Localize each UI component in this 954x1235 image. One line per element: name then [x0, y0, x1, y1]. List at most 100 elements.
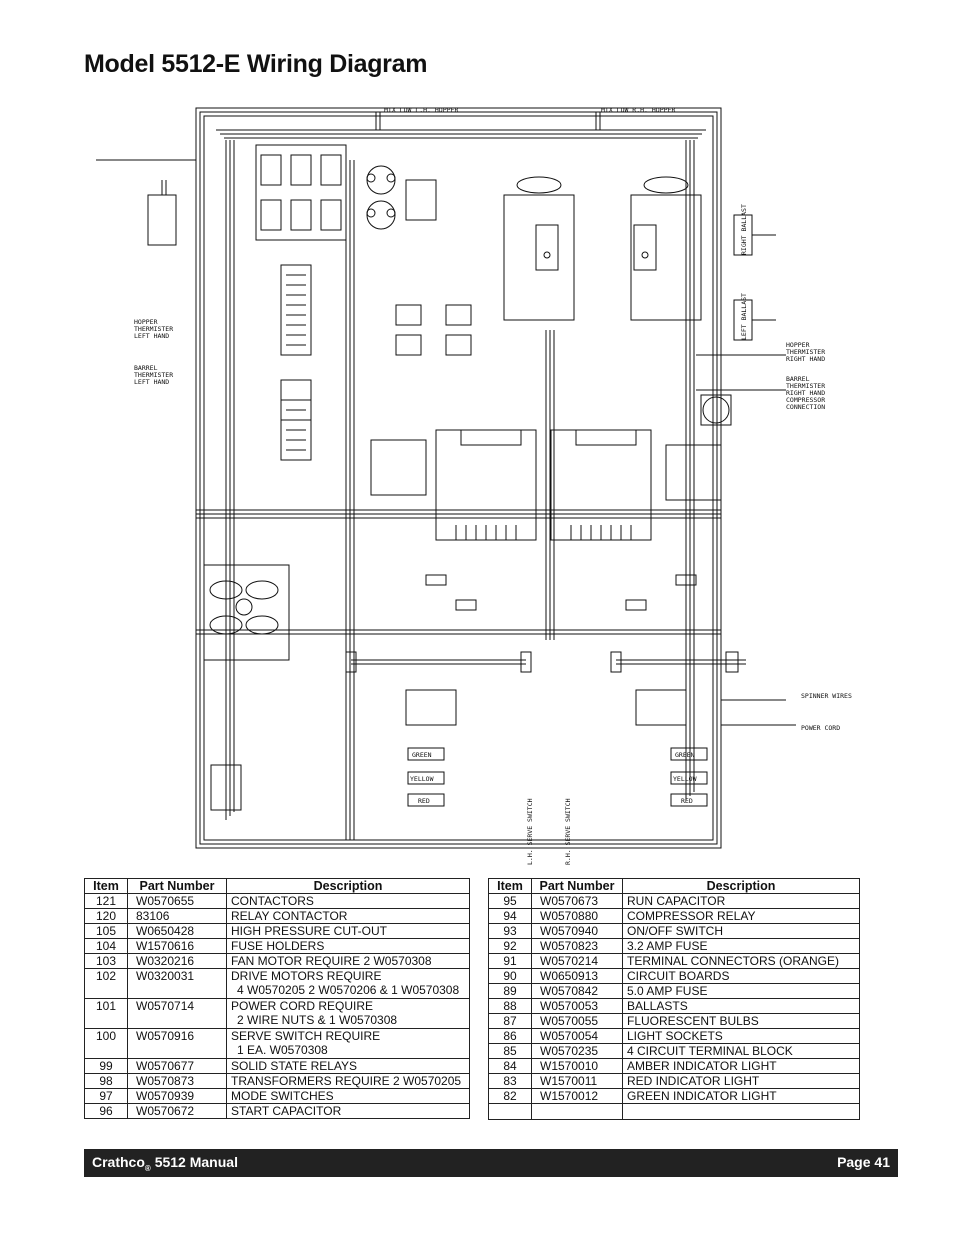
part-number-cell: W0570214 — [531, 953, 623, 969]
part-number-cell: W0570939 — [127, 1088, 227, 1104]
label-compressor-1: COMPRESSOR — [786, 396, 825, 404]
description-cell: MODE SWITCHES — [226, 1088, 470, 1104]
description-cell: TERMINAL CONNECTORS (ORANGE) — [622, 953, 860, 969]
description-line: SERVE SWITCH REQUIRE — [231, 1029, 381, 1043]
item-cell: 103 — [84, 953, 128, 969]
wiring-diagram: MIX LOW L.H. HOPPER MIX LOW R.H. HOPPER … — [96, 100, 856, 870]
item-cell: 92 — [488, 938, 532, 954]
description-cell: SOLID STATE RELAYS — [226, 1058, 470, 1074]
label-mix-low-lh: MIX LOW L.H. HOPPER — [384, 106, 458, 114]
label-barrel-therm-right-1: BARREL — [786, 375, 810, 383]
part-number-cell: W0320216 — [127, 953, 227, 969]
part-number-cell: W1570012 — [531, 1088, 623, 1104]
label-barrel-therm-left-2: THERMISTER — [134, 371, 173, 379]
item-cell: 98 — [84, 1073, 128, 1089]
part-number-cell: W0570823 — [531, 938, 623, 954]
part-number-cell: W0570053 — [531, 998, 623, 1014]
description-subline: 1 EA. W0570308 — [237, 1043, 328, 1057]
part-number-cell: W0570672 — [127, 1103, 227, 1119]
label-green-right: GREEN — [675, 751, 695, 759]
item-cell: 89 — [488, 983, 532, 999]
description-cell: HIGH PRESSURE CUT-OUT — [226, 923, 470, 939]
item-cell: 120 — [84, 908, 128, 924]
part-number-cell: W0570842 — [531, 983, 623, 999]
label-hopper-therm-left-1: HOPPER — [134, 318, 158, 326]
brand-name: Crathco — [92, 1154, 145, 1170]
part-number-cell: W0570055 — [531, 1013, 623, 1029]
label-barrel-therm-left-3: LEFT HAND — [134, 378, 169, 386]
part-number-cell: W0570916 — [127, 1028, 227, 1059]
label-right-ballast: RIGHT BALLAST — [740, 204, 748, 255]
description-cell: LIGHT SOCKETS — [622, 1028, 860, 1044]
item-cell: 82 — [488, 1088, 532, 1104]
item-cell: 100 — [84, 1028, 128, 1059]
description-cell: RED INDICATOR LIGHT — [622, 1073, 860, 1089]
label-barrel-therm-left-1: BARREL — [134, 364, 158, 372]
page-number: Page 41 — [837, 1154, 890, 1170]
label-barrel-therm-right-3: RIGHT HAND — [786, 389, 825, 397]
label-rh-serve-switch: R.H. SERVE SWITCH — [564, 798, 572, 865]
part-number-cell: W0320031 — [127, 968, 227, 999]
description-line: DRIVE MOTORS REQUIRE — [231, 969, 382, 983]
description-subline: 4 W0570205 2 W0570206 & 1 W0570308 — [237, 983, 460, 997]
description-cell: 3.2 AMP FUSE — [622, 938, 860, 954]
description-cell: CIRCUIT BOARDS — [622, 968, 860, 984]
col-item: Item — [488, 878, 532, 894]
description-cell: GREEN INDICATOR LIGHT — [622, 1088, 860, 1104]
item-cell: 85 — [488, 1043, 532, 1059]
item-cell: 96 — [84, 1103, 128, 1119]
label-hopper-therm-right-2: THERMISTER — [786, 348, 825, 356]
label-hopper-therm-right-1: HOPPER — [786, 341, 810, 349]
manual-name: 5512 Manual — [154, 1154, 238, 1170]
item-cell: 97 — [84, 1088, 128, 1104]
item-cell: 99 — [84, 1058, 128, 1074]
col-description: Description — [622, 878, 860, 894]
part-number-cell: W0570714 — [127, 998, 227, 1029]
col-part-number: Part Number — [531, 878, 623, 894]
item-cell — [488, 1103, 532, 1120]
part-number-cell: 83106 — [127, 908, 227, 924]
label-red-right: RED — [681, 797, 693, 805]
item-cell: 84 — [488, 1058, 532, 1074]
part-number-cell: W0650428 — [127, 923, 227, 939]
part-number-cell: W1570011 — [531, 1073, 623, 1089]
item-cell: 94 — [488, 908, 532, 924]
label-spinner-wires: SPINNER WIRES — [801, 692, 852, 700]
description-cell: TRANSFORMERS REQUIRE 2 W0570205 — [226, 1073, 470, 1089]
item-cell: 121 — [84, 893, 128, 909]
page-title: Model 5512-E Wiring Diagram — [84, 50, 428, 78]
part-number-cell: W0650913 — [531, 968, 623, 984]
part-number-cell: W0570655 — [127, 893, 227, 909]
description-cell: AMBER INDICATOR LIGHT — [622, 1058, 860, 1074]
description-cell: ON/OFF SWITCH — [622, 923, 860, 939]
part-number-cell: W1570616 — [127, 938, 227, 954]
table-row-empty — [488, 1103, 860, 1120]
description-cell: CONTACTORS — [226, 893, 470, 909]
description-cell: RELAY CONTACTOR — [226, 908, 470, 924]
label-yellow-left: YELLOW — [410, 775, 434, 783]
item-cell: 95 — [488, 893, 532, 909]
